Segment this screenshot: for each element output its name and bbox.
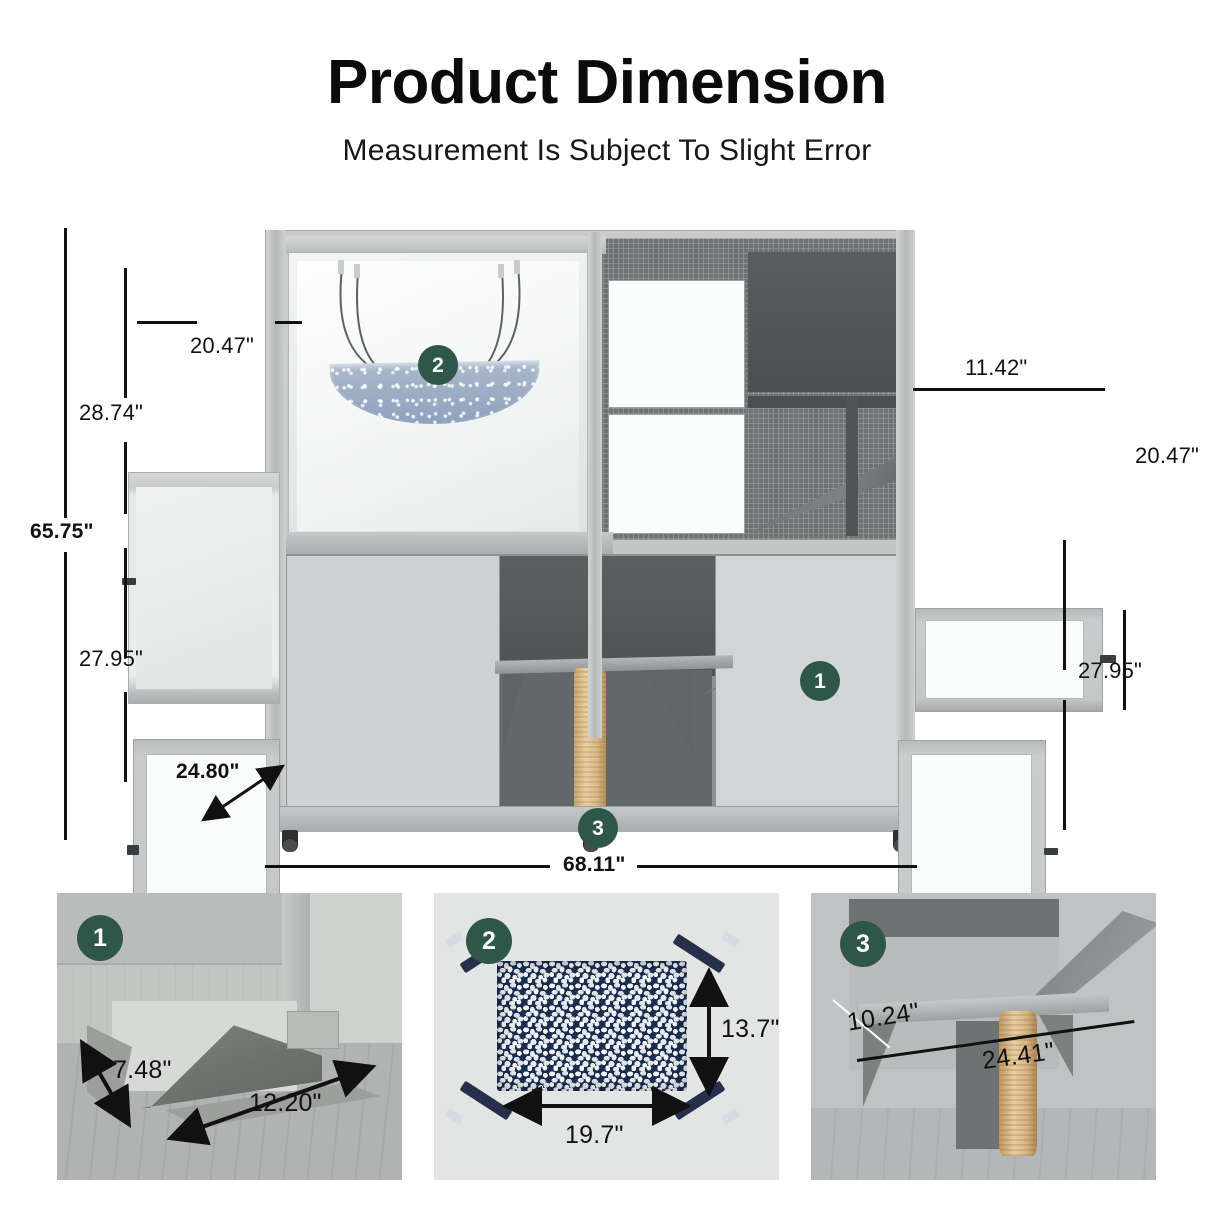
dimarrow-lower-door-depth <box>201 764 285 822</box>
main-product-diagram: 1 2 3 65.75" 28.74" 20.47" 27.95" 24.80"… <box>0 200 1214 990</box>
panel1-dimension-depth: 7.48" <box>113 1056 172 1084</box>
panel3-scratching-post <box>999 1011 1037 1156</box>
panel1-badge-number: 1 <box>93 923 107 952</box>
latch-icon <box>127 845 139 855</box>
detail-panel-2: 13.7" 19.7" 2 <box>434 893 779 1180</box>
dimline-upper-door-width-right <box>275 321 302 324</box>
panel3-badge-number: 3 <box>856 929 870 958</box>
dimline-right-door-height <box>1123 610 1126 710</box>
dimline-total-width-right <box>637 865 917 868</box>
panel1-hinge-block <box>287 1011 339 1049</box>
callout-marker-2: 2 <box>418 345 458 385</box>
upper-bottom-rail <box>268 532 613 554</box>
detail-panel-3: 10.24" 24.41" 3 <box>811 893 1156 1180</box>
dimension-lower-height-right: 27.95" <box>1078 658 1143 683</box>
callout-marker-3: 3 <box>578 808 618 848</box>
page-title: Product Dimension <box>327 48 887 117</box>
header: Product Dimension Measurement Is Subject… <box>0 0 1214 168</box>
upper-right-mesh-panel-top <box>608 280 745 408</box>
dimline-lower-height-left-bottom <box>124 692 127 782</box>
dimline-total-height-upper <box>64 228 67 518</box>
upper-right-mesh-panel-bottom <box>608 414 745 534</box>
dimension-right-upper-door-width: 11.42" <box>965 355 1028 380</box>
dimension-upper-door-width: 20.47" <box>190 333 255 358</box>
hammock-in-house <box>310 252 560 432</box>
dimline-total-height-lower <box>64 552 67 840</box>
detail-panels: 7.48" 12.20" 1 13.7" <box>0 893 1214 1193</box>
lower-left-mesh <box>287 556 499 806</box>
callout-marker-2-number: 2 <box>432 353 444 377</box>
frame-stile-right <box>896 230 915 830</box>
frame-stile-middle <box>588 232 602 738</box>
caster-wheel <box>282 830 298 852</box>
dimension-total-height: 65.75" <box>30 520 94 543</box>
dimline-upper-door-width-left <box>137 321 197 324</box>
dimline-lower-height-right-top <box>1063 540 1066 670</box>
panel1-badge: 1 <box>77 915 123 961</box>
dimension-right-upper-door-height: 20.47" <box>1135 443 1200 468</box>
panel1-dimension-arrows <box>80 1039 377 1146</box>
latch-icon <box>122 578 136 585</box>
latch-icon <box>1044 848 1058 855</box>
dimension-lower-door-depth: 24.80" <box>176 760 240 783</box>
dimension-lower-height-left: 27.95" <box>79 646 144 671</box>
dimline-upper-height-top <box>124 268 127 398</box>
upper-right-post <box>846 396 858 536</box>
upper-right-door-mesh <box>925 620 1084 699</box>
panel3-badge: 3 <box>840 921 886 967</box>
dimline-lower-height-left-top <box>124 548 127 658</box>
dimension-total-width: 68.11" <box>563 853 626 876</box>
upper-right-shelf <box>748 396 906 408</box>
dimension-upper-section-height: 28.74" <box>79 400 144 425</box>
dimline-total-width-left <box>265 865 550 868</box>
dimline-right-door-width <box>913 388 1105 391</box>
dimline-upper-height-bottom <box>124 442 127 514</box>
panel2-badge-number: 2 <box>482 926 496 955</box>
latch-icon <box>1100 655 1116 663</box>
callout-marker-1: 1 <box>800 661 840 701</box>
upper-right-inner-wall <box>748 252 908 392</box>
panel1-dimension-length: 12.20" <box>249 1089 322 1117</box>
callout-marker-1-number: 1 <box>814 669 826 693</box>
upper-left-door <box>128 472 280 704</box>
panel2-dimension-height: 13.7" <box>721 1015 779 1043</box>
panel2-dimension-width: 19.7" <box>565 1121 624 1149</box>
panel2-badge: 2 <box>466 918 512 964</box>
detail-panel-1: 7.48" 12.20" 1 <box>57 893 402 1180</box>
callout-marker-3-number: 3 <box>592 816 604 840</box>
dimline-lower-height-right-bottom <box>1063 700 1066 830</box>
panel2-hammock-fabric <box>497 961 687 1091</box>
page-subtitle: Measurement Is Subject To Slight Error <box>342 134 872 167</box>
upper-top-rail <box>276 236 606 254</box>
panel2-dimension-arrows <box>502 967 729 1126</box>
